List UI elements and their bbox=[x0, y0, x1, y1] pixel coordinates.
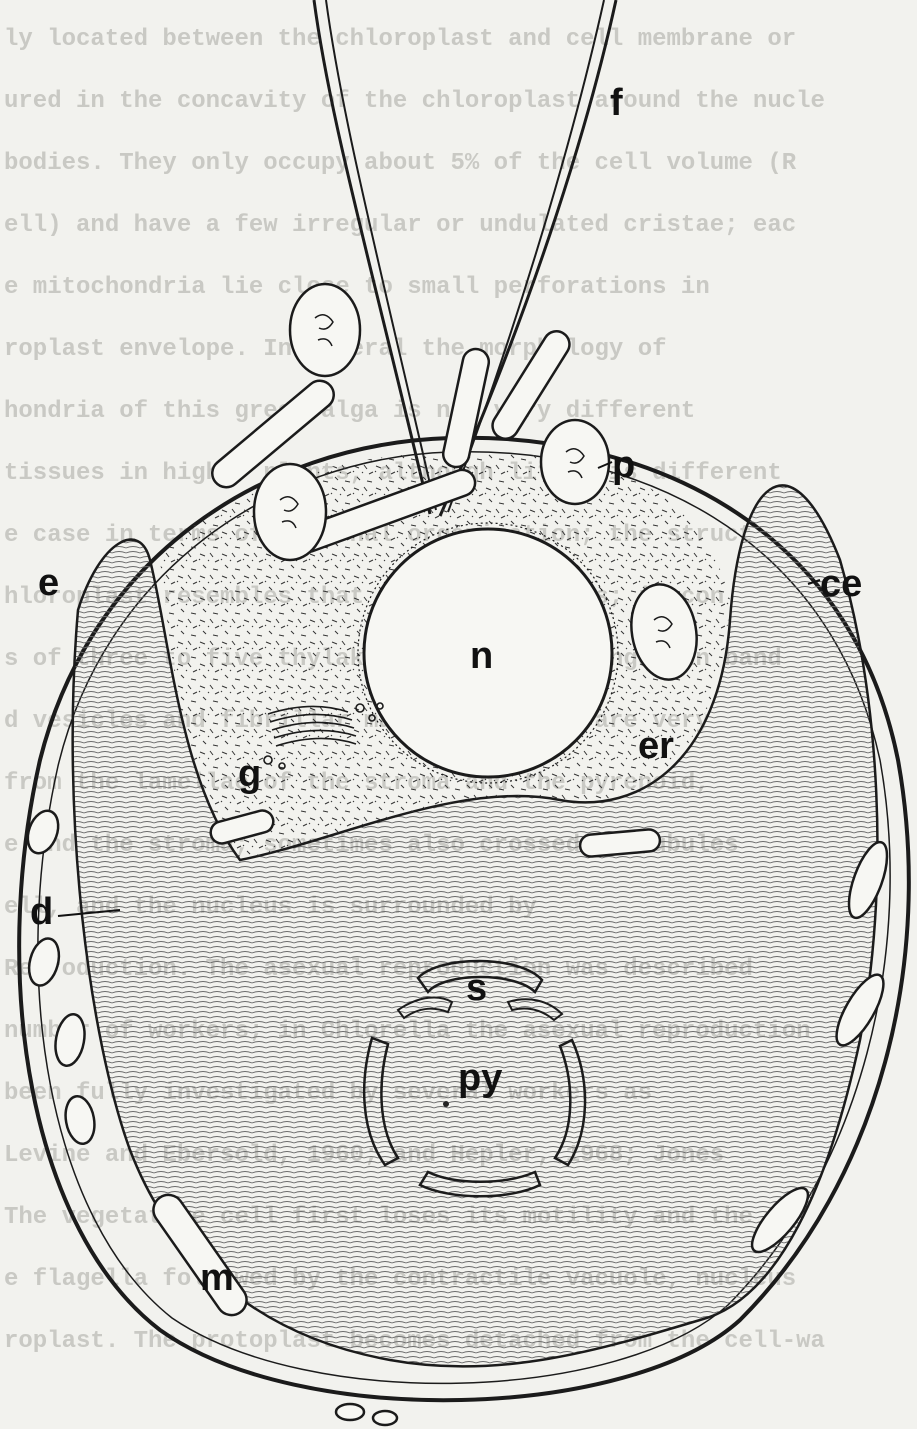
label-s: s bbox=[466, 967, 487, 1009]
label-g: g bbox=[238, 753, 261, 795]
label-p: p bbox=[612, 444, 635, 486]
flagellum-left-inner bbox=[326, 0, 436, 510]
label-er: er bbox=[638, 725, 674, 767]
label-py: py bbox=[458, 1057, 502, 1099]
label-n: n bbox=[470, 635, 493, 677]
label-f: f bbox=[610, 82, 623, 124]
label-e: e bbox=[38, 562, 59, 604]
label-m: m bbox=[200, 1257, 234, 1299]
label-d: d bbox=[30, 891, 53, 933]
label-ce: ce bbox=[820, 563, 862, 605]
flagellum-left bbox=[314, 0, 430, 514]
